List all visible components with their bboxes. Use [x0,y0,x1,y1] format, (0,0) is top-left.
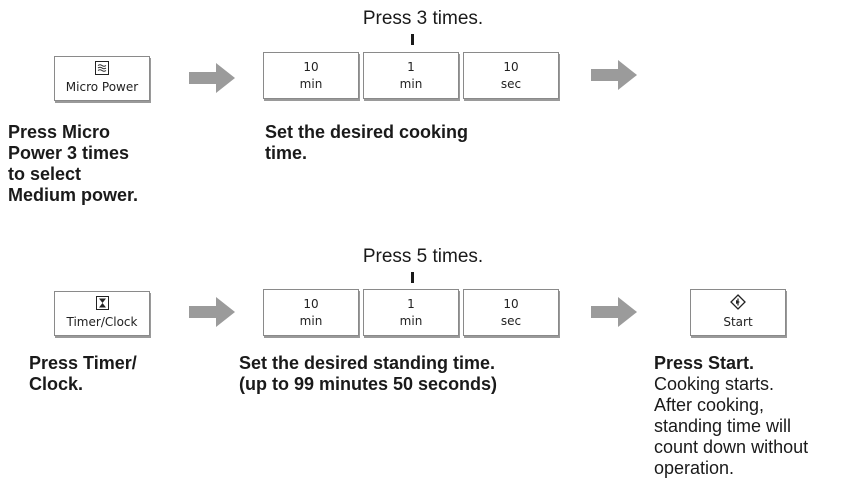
arrow-icon [591,60,637,90]
time-key-value: 10 [303,59,319,74]
timer-clock-label: Timer/Clock [66,315,138,329]
time-key-10-sec[interactable]: 10 sec [463,52,559,99]
step1-caption: Press Timer/ Clock. [29,353,137,394]
time-key-10-min[interactable]: 10 min [263,289,359,336]
time-key-1-min[interactable]: 1 min [363,289,459,336]
start-diamond-icon [730,294,746,314]
micro-power-button[interactable]: Micro Power [54,56,150,101]
time-key-unit: sec [500,76,522,91]
step2-caption: Set the desired standing time. (up to 99… [239,353,498,394]
timer-clock-button[interactable]: Timer/Clock [54,291,150,336]
time-key-unit: min [399,76,423,91]
time-key-10-min[interactable]: 10 min [263,52,359,99]
step1-caption: Press Micro Power 3 times to select Medi… [8,122,139,205]
press-indicator-tick [411,34,414,45]
step2-caption: Set the desired cooking time. [265,122,469,163]
time-key-value: 1 [407,59,415,74]
step3-note: Cooking starts. After cooking, standing … [654,374,809,478]
time-key-value: 10 [503,296,519,311]
time-key-10-sec[interactable]: 10 sec [463,289,559,336]
hourglass-icon [95,296,109,314]
time-key-value: 1 [407,296,415,311]
step3-title: Press Start. [654,353,755,373]
start-button[interactable]: Start [690,289,786,336]
time-key-value: 10 [303,296,319,311]
arrow-icon [189,297,235,327]
micro-power-label: Micro Power [65,80,139,94]
press-indicator-tick [411,272,414,283]
arrow-icon [189,63,235,93]
time-key-unit: sec [500,313,522,328]
arrow-icon [591,297,637,327]
time-key-unit: min [299,313,323,328]
press-3-times-label: Press 3 times. [362,8,484,29]
time-key-value: 10 [503,59,519,74]
time-key-unit: min [399,313,423,328]
time-key-unit: min [299,76,323,91]
waves-icon [95,61,109,79]
time-key-1-min[interactable]: 1 min [363,52,459,99]
start-label: Start [723,315,753,329]
press-5-times-label: Press 5 times. [362,246,484,267]
